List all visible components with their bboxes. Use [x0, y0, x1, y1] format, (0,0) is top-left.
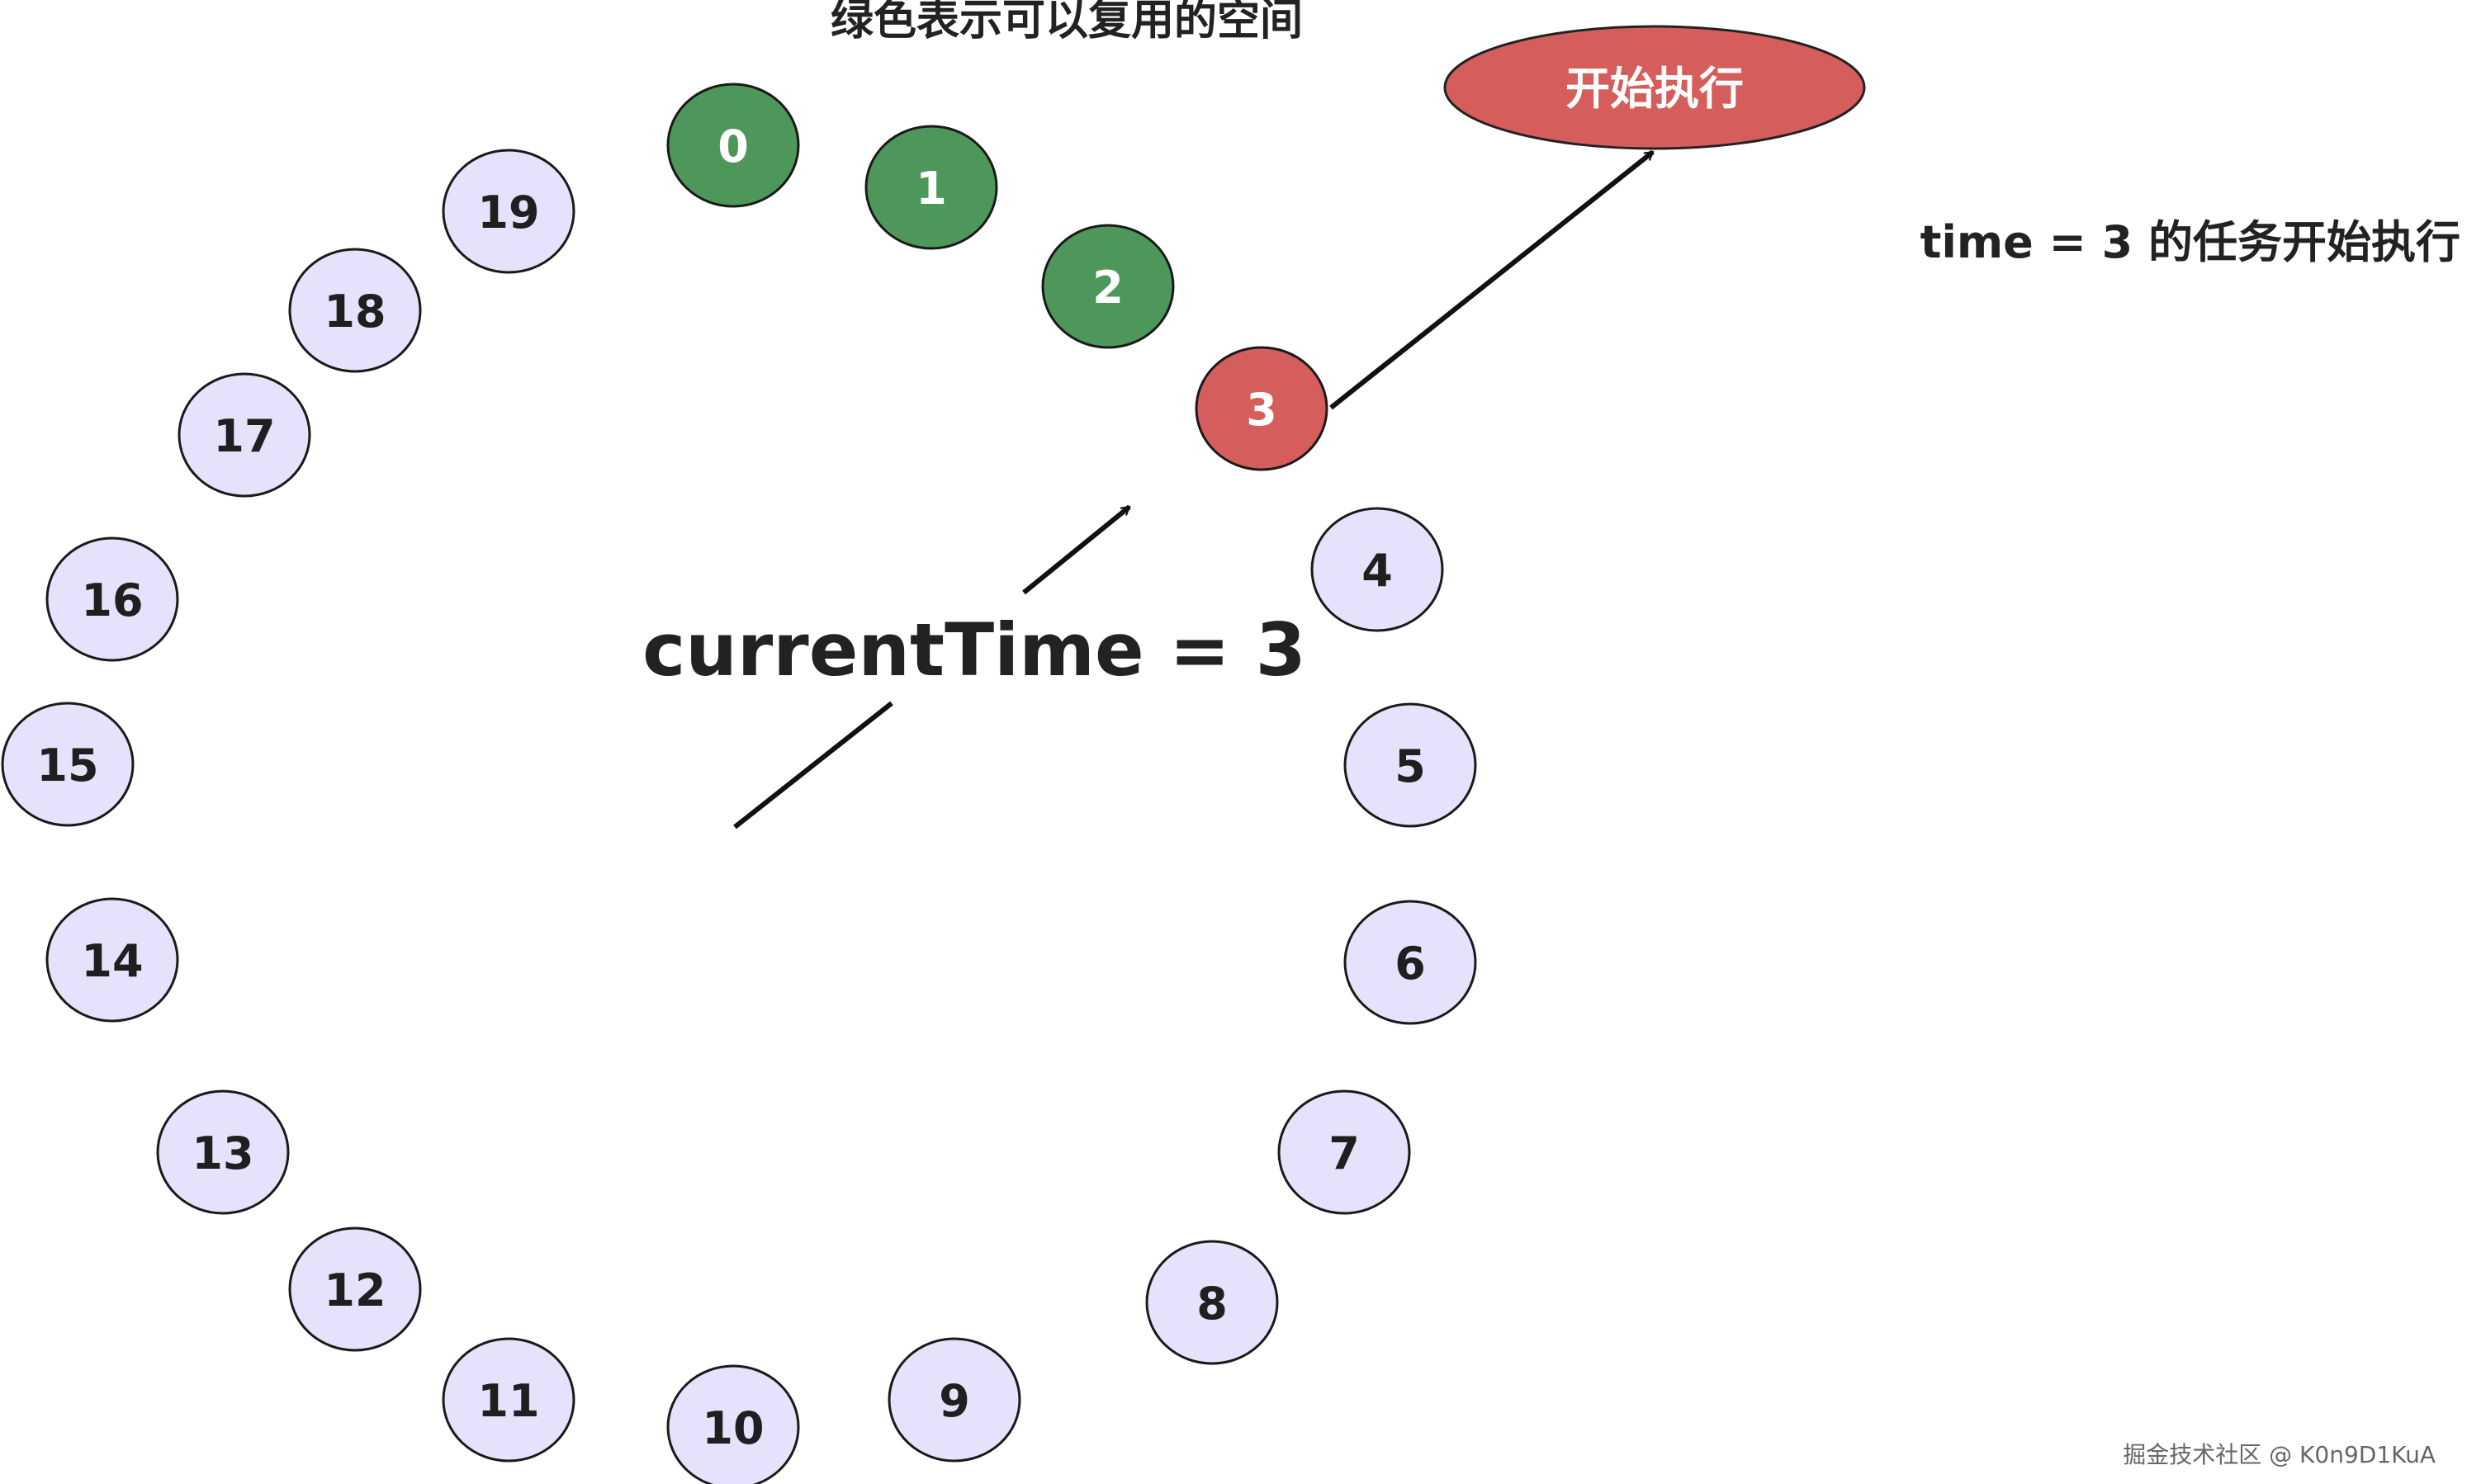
slot-label: 6: [1394, 938, 1426, 990]
slot-circle: [1, 702, 135, 827]
slot-circle: [156, 1089, 290, 1215]
slot-node-14: 14: [45, 897, 179, 1023]
start-execution-badge: 开始执行: [1443, 25, 1866, 150]
slot-node-9: 9: [888, 1337, 1021, 1463]
slot-node-5: 5: [1343, 702, 1477, 828]
slot-node-18: 18: [288, 248, 422, 373]
slot-node-1: 1: [864, 125, 998, 250]
slot-circle: [1041, 224, 1175, 349]
slot-label: 4: [1361, 545, 1393, 597]
slot-label: 16: [81, 574, 143, 626]
slot-circle: [1343, 900, 1477, 1025]
slot-circle: [888, 1337, 1021, 1463]
slot-node-15: 15: [1, 702, 135, 827]
slot-circle: [666, 1364, 800, 1484]
slot-node-19: 19: [442, 149, 575, 274]
diagram-title: 绿色表示可以复用的空间: [831, 0, 1303, 45]
slot-label: 10: [702, 1402, 764, 1454]
slot-circle: [442, 149, 575, 274]
slot-node-11: 11: [442, 1337, 575, 1463]
slot-label: 5: [1394, 740, 1426, 792]
slot-circle: [45, 536, 179, 662]
slot-label: 9: [939, 1375, 970, 1427]
slot-label: 2: [1092, 262, 1124, 314]
slot-circle: [1277, 1089, 1411, 1215]
slot-node-7: 7: [1277, 1089, 1411, 1215]
slot-node-2: 2: [1041, 224, 1175, 349]
slot-circle: [288, 1226, 422, 1352]
slot-label: 12: [324, 1264, 386, 1316]
slot-label: 13: [192, 1127, 253, 1179]
slot-circle: [1310, 507, 1444, 632]
slot-label: 3: [1246, 384, 1277, 436]
task-start-note: time = 3 的任务开始执行: [1920, 216, 2460, 268]
slot-node-12: 12: [288, 1226, 422, 1352]
slot-label: 11: [477, 1375, 539, 1427]
slot-circle: [45, 897, 179, 1023]
slot-label: 7: [1328, 1127, 1360, 1179]
current-time-pointer-lower: [733, 701, 893, 829]
start-execution-label: 开始执行: [1565, 63, 1744, 115]
slot-label: 8: [1196, 1278, 1228, 1330]
slot-circle: [864, 125, 998, 250]
slot-circle: [288, 248, 422, 373]
watermark: 掘金技术社区 @ K0n9D1KuA: [2123, 1441, 2436, 1468]
start-execution-ellipse: [1443, 25, 1866, 150]
pointer-arrow-to-start: [1329, 149, 1655, 410]
slot-node-8: 8: [1145, 1240, 1279, 1365]
slot-circle: [178, 372, 311, 498]
slot-circle: [1145, 1240, 1279, 1365]
slot-label: 0: [717, 121, 749, 173]
slot-circle: [1343, 702, 1477, 828]
slot-node-13: 13: [156, 1089, 290, 1215]
slot-node-4: 4: [1310, 507, 1444, 632]
slot-label: 1: [916, 163, 947, 215]
current-time-pointer-upper: [1022, 504, 1131, 595]
slot-label: 18: [324, 286, 386, 338]
slot-circle: [1195, 346, 1328, 471]
slot-node-16: 16: [45, 536, 179, 662]
slot-circle: [442, 1337, 575, 1463]
slot-label: 19: [477, 187, 539, 239]
slot-label: 15: [36, 740, 98, 792]
slot-label: 17: [213, 410, 275, 462]
slot-node-0: 0: [666, 83, 800, 208]
slot-node-17: 17: [178, 372, 311, 498]
slot-node-3: 3: [1195, 346, 1328, 471]
current-time-label: currentTime = 3: [642, 607, 1306, 692]
slot-label: 14: [81, 935, 143, 987]
slot-node-6: 6: [1343, 900, 1477, 1025]
slot-circle: [666, 83, 800, 208]
slot-node-10: 10: [666, 1364, 800, 1484]
